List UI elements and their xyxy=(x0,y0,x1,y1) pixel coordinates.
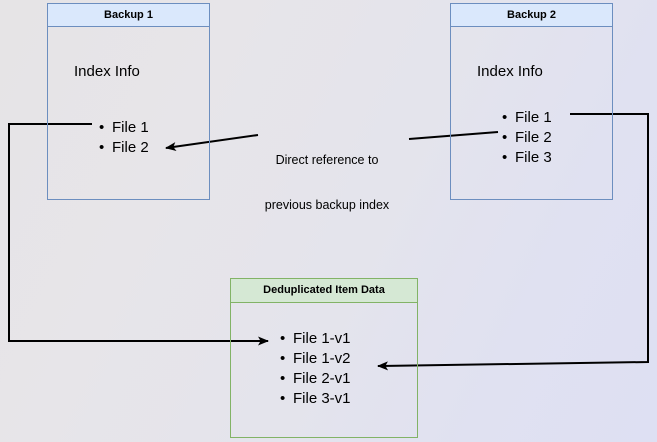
backup1-header: Backup 1 xyxy=(48,4,209,27)
backup2-header: Backup 2 xyxy=(451,4,612,27)
list-item[interactable]: File 3-v1 xyxy=(280,389,351,409)
list-item[interactable]: File 1 xyxy=(502,108,552,128)
list-item[interactable]: File 2 xyxy=(502,128,552,148)
backup1-box[interactable]: Backup 1 Index Info File 1 File 2 xyxy=(47,3,210,200)
backup1-item-list: File 1 File 2 xyxy=(96,118,149,158)
list-item[interactable]: File 2-v1 xyxy=(280,369,351,389)
backup1-body: Index Info File 1 File 2 xyxy=(48,27,209,200)
dedup-item-1: File 1-v2 xyxy=(293,350,351,367)
list-item[interactable]: File 1-v1 xyxy=(280,329,351,349)
list-item[interactable]: File 1-v2 xyxy=(280,349,351,369)
dedup-item-0: File 1-v1 xyxy=(293,330,351,347)
backup1-item-1: File 2 xyxy=(112,139,149,156)
direct-reference-label-line2: previous backup index xyxy=(264,198,390,212)
dedup-item-2: File 2-v1 xyxy=(293,370,351,387)
backup2-item-list: File 1 File 2 File 3 xyxy=(499,108,552,168)
backup2-item-1: File 2 xyxy=(515,129,552,146)
list-item[interactable]: File 2 xyxy=(99,138,149,158)
direct-reference-label-line1: Direct reference to xyxy=(275,153,379,167)
backup2-header-label: Backup 2 xyxy=(507,8,556,21)
backup1-index-info-label: Index Info xyxy=(74,63,140,80)
backup2-item-0: File 1 xyxy=(515,109,552,126)
list-item[interactable]: File 3 xyxy=(502,148,552,168)
dedup-item-3: File 3-v1 xyxy=(293,390,351,407)
backup1-item-0: File 1 xyxy=(112,119,149,136)
dedup-box[interactable]: Deduplicated Item Data File 1-v1 File 1-… xyxy=(230,278,418,438)
dedup-body: File 1-v1 File 1-v2 File 2-v1 File 3-v1 xyxy=(231,303,417,437)
dedup-header-label: Deduplicated Item Data xyxy=(263,284,385,296)
list-item[interactable]: File 1 xyxy=(99,118,149,138)
dedup-header: Deduplicated Item Data xyxy=(231,279,417,303)
backup2-box[interactable]: Backup 2 Index Info File 1 File 2 File 3 xyxy=(450,3,613,200)
direct-reference-label: Direct reference to previous backup inde… xyxy=(247,123,407,243)
dedup-item-list: File 1-v1 File 1-v2 File 2-v1 File 3-v1 xyxy=(277,329,351,409)
backup1-header-label: Backup 1 xyxy=(104,8,153,21)
backup2-index-info-label: Index Info xyxy=(477,63,543,80)
backup2-item-2: File 3 xyxy=(515,149,552,166)
backup2-body: Index Info File 1 File 2 File 3 xyxy=(451,27,612,200)
